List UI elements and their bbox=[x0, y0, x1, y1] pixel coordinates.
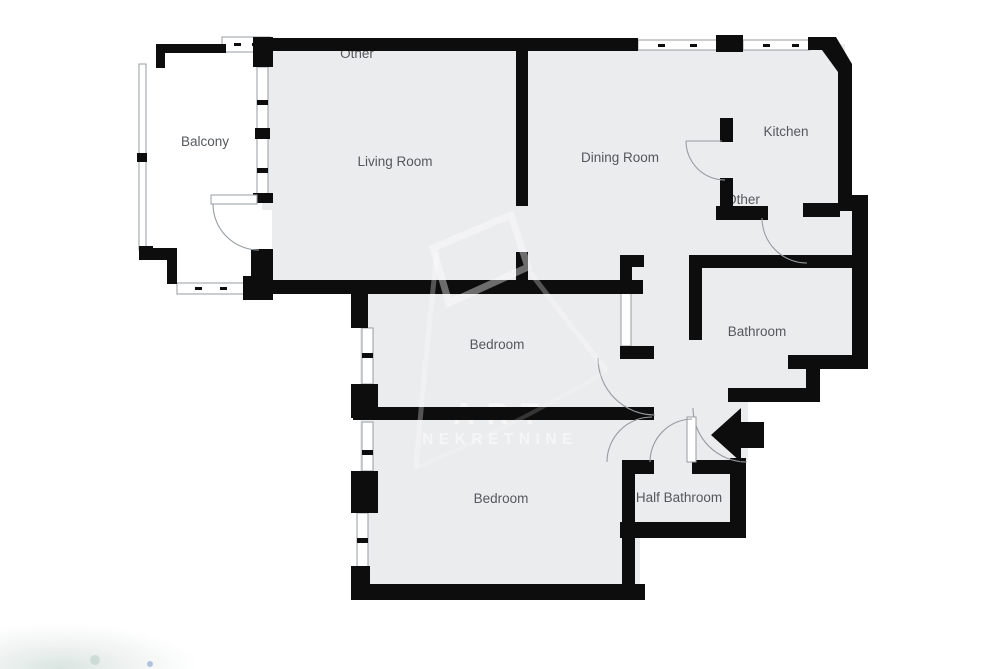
floorplan-geometry bbox=[267, 38, 638, 51]
floorplan-geometry bbox=[156, 44, 165, 68]
floorplan-geometry bbox=[689, 255, 702, 340]
door-arc-balcony bbox=[212, 203, 260, 251]
floorplan-geometry bbox=[620, 346, 654, 359]
floorplan-geometry bbox=[728, 388, 820, 402]
floorplan-geometry bbox=[220, 287, 227, 290]
door-arc-half-bathroom bbox=[649, 418, 693, 463]
floorplan-geometry bbox=[620, 522, 746, 538]
floorplan-geometry bbox=[763, 44, 770, 47]
floorplan-geometry bbox=[357, 538, 368, 543]
door-arc-kitchen bbox=[685, 140, 726, 181]
floorplan-geometry bbox=[257, 168, 268, 173]
floorplan-geometry bbox=[167, 248, 177, 284]
window-balcony-bottom bbox=[176, 282, 246, 295]
floorplan-geometry bbox=[255, 128, 270, 139]
floorplan-geometry bbox=[622, 460, 635, 584]
floorplan-geometry bbox=[90, 655, 100, 665]
floorplan-geometry bbox=[720, 118, 733, 142]
door-arc-bedroom-hall bbox=[597, 357, 656, 416]
doors bbox=[210, 140, 808, 463]
floorplan-geometry bbox=[620, 255, 644, 267]
floorplan-geometry bbox=[147, 661, 153, 667]
floorplan-geometry bbox=[253, 193, 273, 203]
floorplan-geometry bbox=[528, 270, 609, 373]
background-smudge bbox=[0, 623, 200, 669]
floorplan-geometry bbox=[137, 153, 147, 162]
room-label-half-bathroom: Half Bathroom bbox=[636, 490, 722, 505]
room-area-bedrooms bbox=[360, 280, 640, 600]
room-label-bathroom: Bathroom bbox=[728, 324, 787, 339]
floorplan-geometry bbox=[156, 44, 226, 53]
entrance-arrow-icon bbox=[711, 408, 764, 462]
floorplan-geometry bbox=[691, 255, 868, 268]
watermark-line2: NEKRETNINE bbox=[422, 431, 578, 448]
floorplan-geometry bbox=[516, 44, 528, 206]
floorplan-geometry bbox=[658, 44, 665, 47]
floorplan-geometry bbox=[234, 43, 241, 46]
floorplan-geometry bbox=[362, 353, 373, 358]
floorplan-geometry bbox=[788, 355, 868, 369]
floorplan-geometry bbox=[0, 623, 200, 669]
floorplan-geometry bbox=[690, 44, 697, 47]
floorplan-geometry bbox=[720, 178, 733, 210]
room-label-bedroom-lower: Bedroom bbox=[474, 491, 529, 506]
wall-kitchen-corner bbox=[808, 37, 852, 204]
door-arc-hall-other bbox=[761, 217, 808, 264]
floorplan-geometry bbox=[852, 203, 868, 369]
room-label-balcony: Balcony bbox=[181, 134, 229, 149]
floorplan-geometry bbox=[803, 203, 840, 217]
floorplan-geometry bbox=[716, 206, 768, 220]
floorplan-geometry bbox=[351, 280, 368, 328]
door-arc-half-bathroom-2 bbox=[606, 416, 653, 463]
floorplan-geometry bbox=[351, 584, 645, 600]
room-label-living-room: Living Room bbox=[357, 154, 432, 169]
floorplan-geometry bbox=[428, 210, 533, 308]
window-dining-top bbox=[637, 39, 718, 51]
floorplan-geometry bbox=[413, 251, 440, 469]
floorplan-geometry bbox=[362, 450, 373, 455]
floorplan-geometry bbox=[620, 265, 632, 289]
window-bedroom-lower-1 bbox=[361, 421, 374, 472]
room-label-dining-room: Dining Room bbox=[581, 150, 659, 165]
windows bbox=[137, 36, 811, 569]
room-label-kitchen: Kitchen bbox=[763, 124, 808, 139]
floorplan-geometry bbox=[195, 287, 202, 290]
door-leaf-half-bathroom bbox=[686, 416, 697, 463]
window-bedroom-hall bbox=[620, 288, 632, 347]
room-labels: Balcony Living Room Other Dining Room Ki… bbox=[181, 46, 809, 506]
room-label-bedroom-upper: Bedroom bbox=[470, 337, 525, 352]
floorplan-geometry bbox=[243, 280, 643, 294]
floorplan-geometry bbox=[792, 44, 799, 47]
window-kitchen-top bbox=[742, 39, 811, 51]
floorplan-geometry bbox=[415, 369, 609, 470]
floorplan-geometry bbox=[353, 407, 654, 420]
watermark-logo bbox=[413, 210, 609, 470]
floorplan-geometry bbox=[716, 35, 743, 52]
walls bbox=[139, 35, 868, 600]
floorplan-geometry bbox=[516, 252, 528, 283]
floorplan-geometry bbox=[730, 458, 746, 538]
door-leaf-balcony bbox=[210, 194, 258, 205]
floorplan-geometry bbox=[257, 100, 268, 105]
room-label-other-hall: Other bbox=[726, 192, 760, 207]
floorplan-geometry bbox=[351, 471, 378, 513]
